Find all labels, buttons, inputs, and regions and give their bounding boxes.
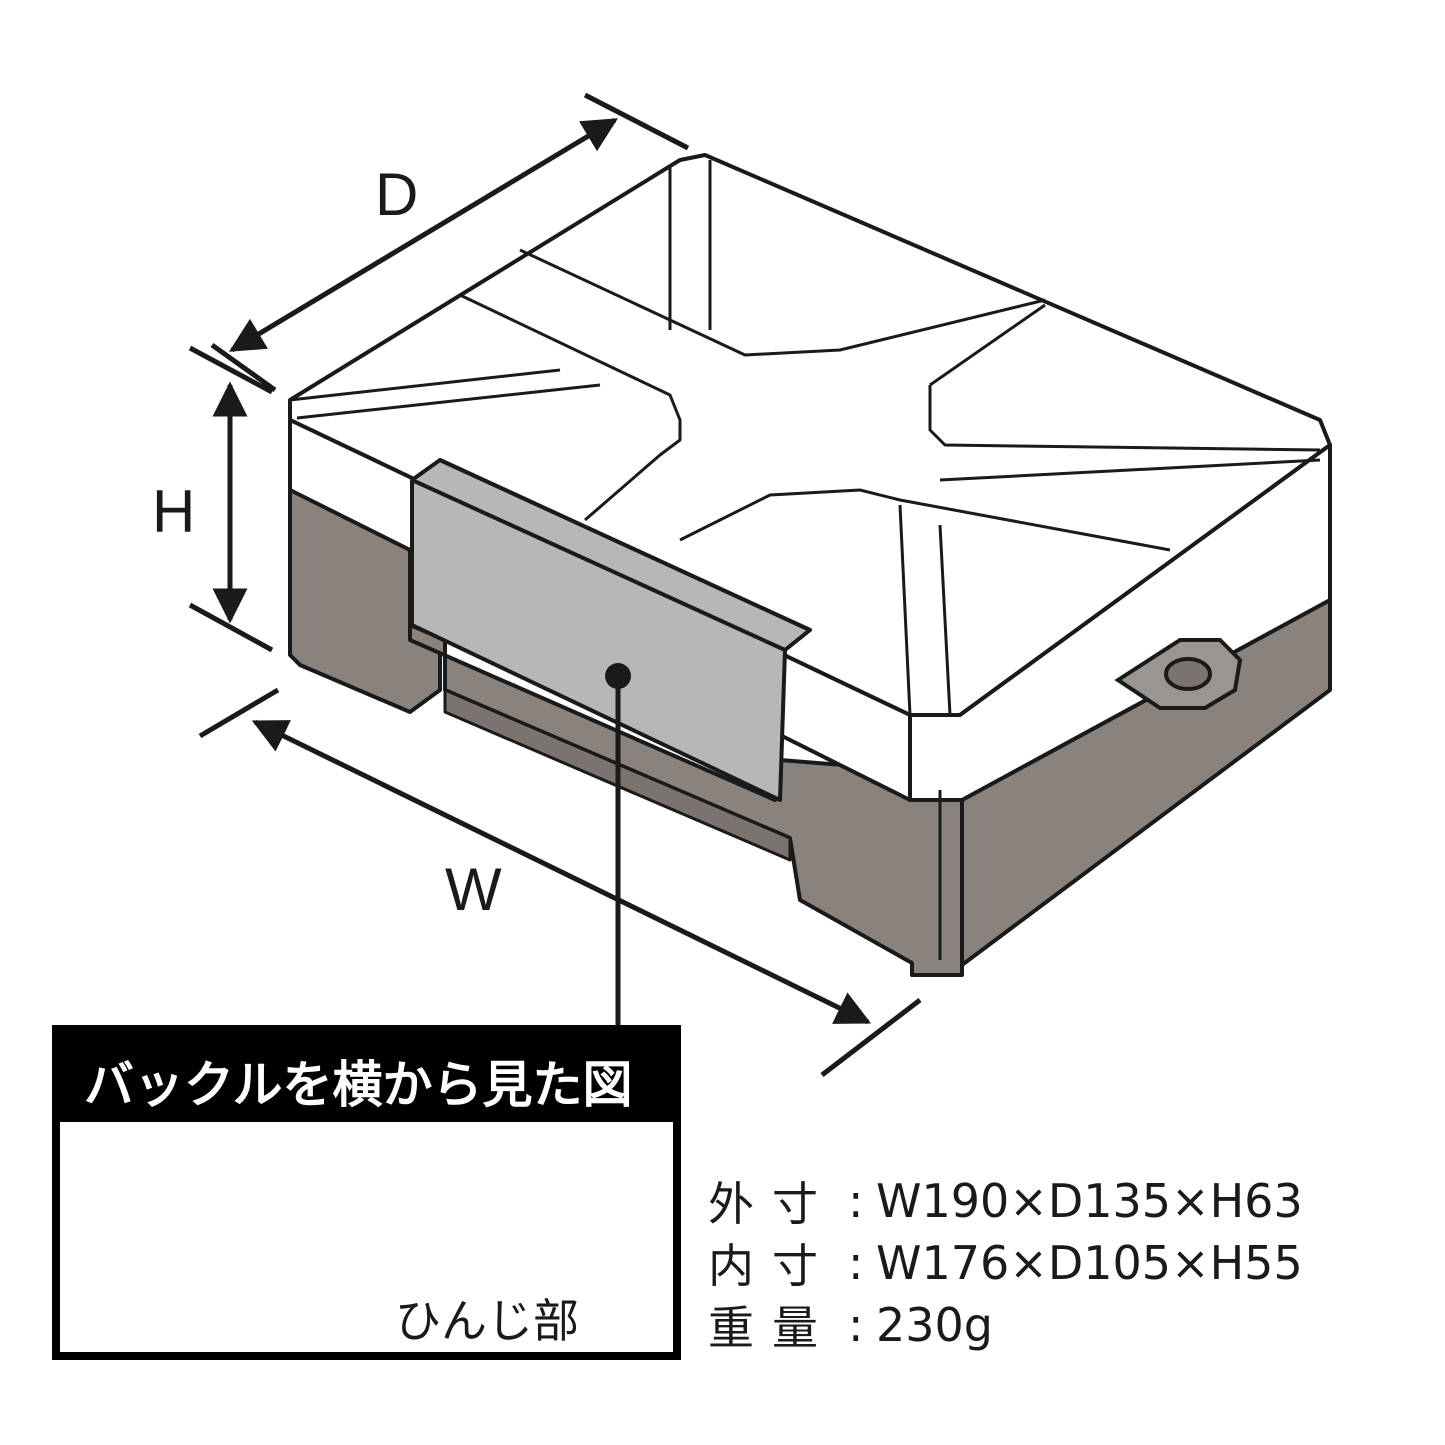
spec-separator: : bbox=[848, 1236, 864, 1290]
hinge-tab bbox=[1114, 638, 1243, 710]
spec-row: 外寸 : W190×D135×H63 bbox=[708, 1170, 1303, 1232]
inset-title-bar: バックルを横から見た図 bbox=[52, 1025, 681, 1122]
width-label: W bbox=[445, 856, 502, 923]
lid-pattern bbox=[289, 160, 1321, 960]
spec-value: W176×D105×H55 bbox=[876, 1236, 1303, 1290]
spec-list: 外寸 : W190×D135×H63 内寸 : W176×D105×H55 重量… bbox=[708, 1170, 1303, 1356]
dimension-arrows bbox=[188, 92, 922, 1077]
height-label: H bbox=[152, 478, 196, 545]
width-arrow bbox=[251, 719, 872, 1025]
depth-label: D bbox=[375, 161, 419, 228]
buckle-leader bbox=[605, 663, 631, 1025]
depth-extension-bottom bbox=[210, 342, 277, 393]
spec-key: 重量 bbox=[708, 1301, 836, 1355]
spec-value: W190×D135×H63 bbox=[876, 1174, 1303, 1228]
spec-key: 外寸 bbox=[708, 1177, 836, 1231]
spec-row: 内寸 : W176×D105×H55 bbox=[708, 1232, 1303, 1294]
spec-key: 内寸 bbox=[708, 1239, 836, 1293]
spec-row: 重量 : 230g bbox=[708, 1294, 1303, 1356]
hinge-label: ひんじ部 bbox=[395, 1294, 579, 1348]
spec-separator: : bbox=[848, 1174, 864, 1228]
spec-value: 230g bbox=[876, 1298, 993, 1352]
height-extension-bottom bbox=[188, 602, 274, 653]
inset-title: バックルを横から見た図 bbox=[84, 1056, 633, 1114]
spec-separator: : bbox=[848, 1298, 864, 1352]
buckle bbox=[410, 458, 812, 802]
inset-box bbox=[52, 1122, 681, 1360]
height-extension-top bbox=[188, 345, 274, 395]
depth-arrow bbox=[228, 117, 619, 353]
width-extension-right bbox=[820, 998, 922, 1077]
width-extension-left bbox=[198, 687, 280, 739]
depth-extension-top bbox=[583, 92, 690, 151]
